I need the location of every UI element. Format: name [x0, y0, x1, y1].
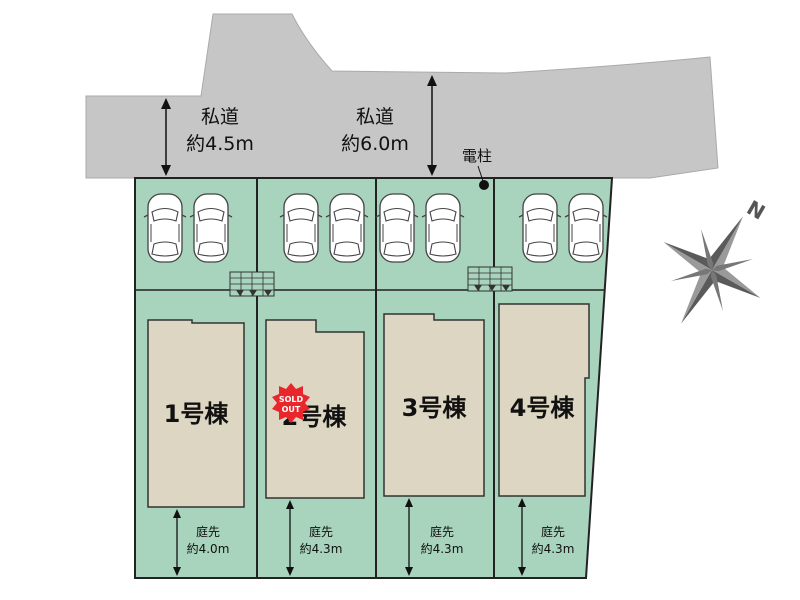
sold-out-text-line1: SOLD — [279, 395, 304, 404]
garden-dimension-arrow-3 — [405, 498, 413, 576]
garden-label-3: 庭先 — [430, 524, 454, 539]
garden-depth-2: 約4.3m — [300, 541, 343, 556]
lot-name-3: 3号棟 — [402, 394, 468, 422]
utility-pole-marker — [477, 165, 489, 190]
car-icon — [189, 193, 233, 263]
house-footprint-4 — [498, 303, 590, 497]
garden-dimension-arrow-1 — [173, 509, 181, 576]
road-dimension-arrow-east — [427, 75, 437, 176]
house-footprint-1 — [147, 319, 245, 508]
road-width-east: 約6.0m — [341, 133, 409, 155]
garden-label-4: 庭先 — [541, 524, 565, 539]
lot-name-4: 4号棟 — [510, 394, 576, 422]
car-icon — [421, 193, 465, 263]
road-width-west: 約4.5m — [186, 133, 254, 155]
sold-out-text-line2: OUT — [282, 405, 301, 414]
garden-dimension-arrow-4 — [518, 498, 526, 576]
compass-north-label: N — [743, 195, 770, 224]
car-icon — [375, 193, 419, 263]
road-label-east: 私道 — [356, 106, 394, 128]
garden-depth-1: 約4.0m — [187, 541, 230, 556]
sold-out-badge: SOLD OUT — [272, 383, 310, 423]
car-icon — [279, 193, 323, 263]
garden-depth-3: 約4.3m — [421, 541, 464, 556]
garden-depth-4: 約4.3m — [532, 541, 575, 556]
house-footprint-3 — [383, 313, 485, 497]
car-icon — [564, 193, 608, 263]
road-dimension-arrow-west — [161, 98, 171, 176]
compass-icon — [663, 216, 761, 324]
garden-label-1: 庭先 — [196, 524, 220, 539]
utility-pole-label: 電柱 — [462, 147, 492, 165]
car-icon — [325, 193, 369, 263]
road-label-west: 私道 — [201, 106, 239, 128]
lot-name-1: 1号棟 — [164, 400, 230, 428]
car-icon — [518, 193, 562, 263]
private-road — [85, 13, 719, 179]
garden-dimension-arrow-2 — [286, 500, 294, 576]
drain-grate-icon — [467, 266, 513, 292]
garden-label-2: 庭先 — [309, 524, 333, 539]
car-icon — [143, 193, 187, 263]
drain-grate-icon — [229, 271, 275, 297]
house-footprint-2 — [265, 319, 365, 499]
